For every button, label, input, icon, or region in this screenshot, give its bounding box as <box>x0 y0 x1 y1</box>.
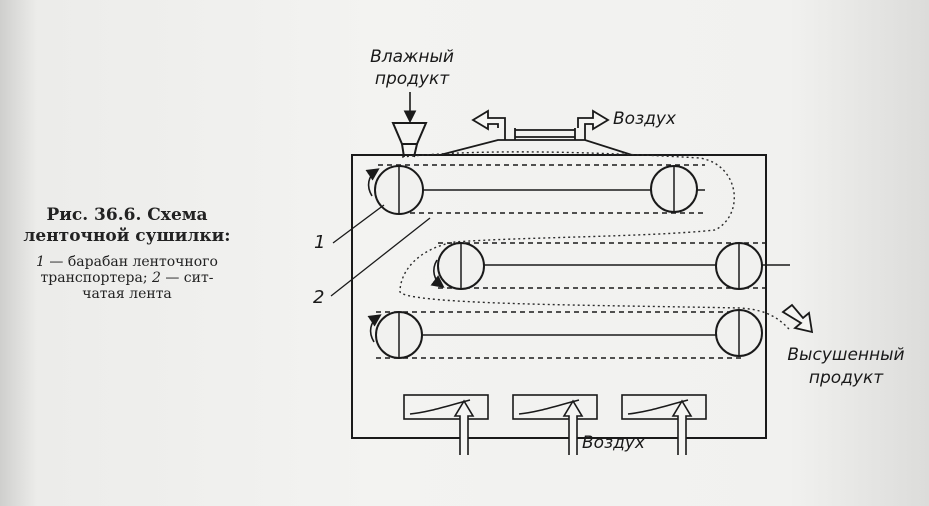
dried-product-label-1: Высушенный <box>787 345 904 365</box>
caption-title: Рис. 36.6. Схема ленточной сушилки: <box>6 205 248 247</box>
caption-title-line2: ленточной сушилки: <box>23 226 231 246</box>
product-path <box>399 151 791 331</box>
hopper-inlet <box>391 122 428 158</box>
dryer-housing <box>351 154 767 439</box>
legend-line2: транспортера; 2 — сит- <box>6 270 248 286</box>
part-number-1: 1 <box>314 232 325 253</box>
part-number-2: 2 <box>313 287 324 308</box>
air-in-label: Воздух <box>582 433 646 453</box>
caption-legend: 1 — барабан ленточного транспортера; 2 —… <box>6 254 248 302</box>
legend-line1: 1 — барабан ленточного <box>6 254 248 270</box>
leader-1 <box>332 204 385 244</box>
drum-top-left <box>374 165 424 215</box>
legend-line3: чатая лента <box>82 286 172 302</box>
legend-text-2: транспортера; <box>40 270 152 286</box>
air-out-label: Воздух <box>613 109 677 129</box>
figure-caption: Рис. 36.6. Схема ленточной сушилки: 1 — … <box>6 205 248 302</box>
rotation-arrow-middle-icon <box>430 259 445 288</box>
legend-num-1: 1 <box>36 254 45 270</box>
conveyor-belt-bottom <box>376 311 742 359</box>
drum-middle-right <box>715 242 763 290</box>
air-outlet-left-icon <box>471 109 506 131</box>
heater-right <box>621 394 707 420</box>
air-outlet-right-icon <box>577 109 610 131</box>
legend-num-2: 2 <box>151 270 161 286</box>
drum-middle-left <box>437 242 485 290</box>
drum-top-right <box>650 165 698 213</box>
heater-left <box>403 394 489 420</box>
dried-outlet-arrow-icon <box>781 303 814 334</box>
air-inlet-arrows <box>453 399 693 455</box>
heater-middle <box>512 394 598 420</box>
wet-product-label-1: Влажный <box>370 47 454 67</box>
wet-product-label-2: продукт <box>375 69 450 89</box>
leader-2 <box>330 217 431 297</box>
legend-text-1: — барабан ленточного <box>44 254 218 270</box>
rotation-arrow-top-icon <box>365 168 380 197</box>
caption-title-line1: Рис. 36.6. Схема <box>46 205 208 225</box>
legend-text-2b: — сит- <box>160 270 214 286</box>
dried-product-label-2: продукт <box>809 368 884 388</box>
drum-bottom-left <box>375 311 423 359</box>
rotation-arrow-bottom-icon <box>367 314 382 343</box>
air-exhaust-hood <box>439 128 633 156</box>
drum-bottom-right <box>715 309 763 357</box>
